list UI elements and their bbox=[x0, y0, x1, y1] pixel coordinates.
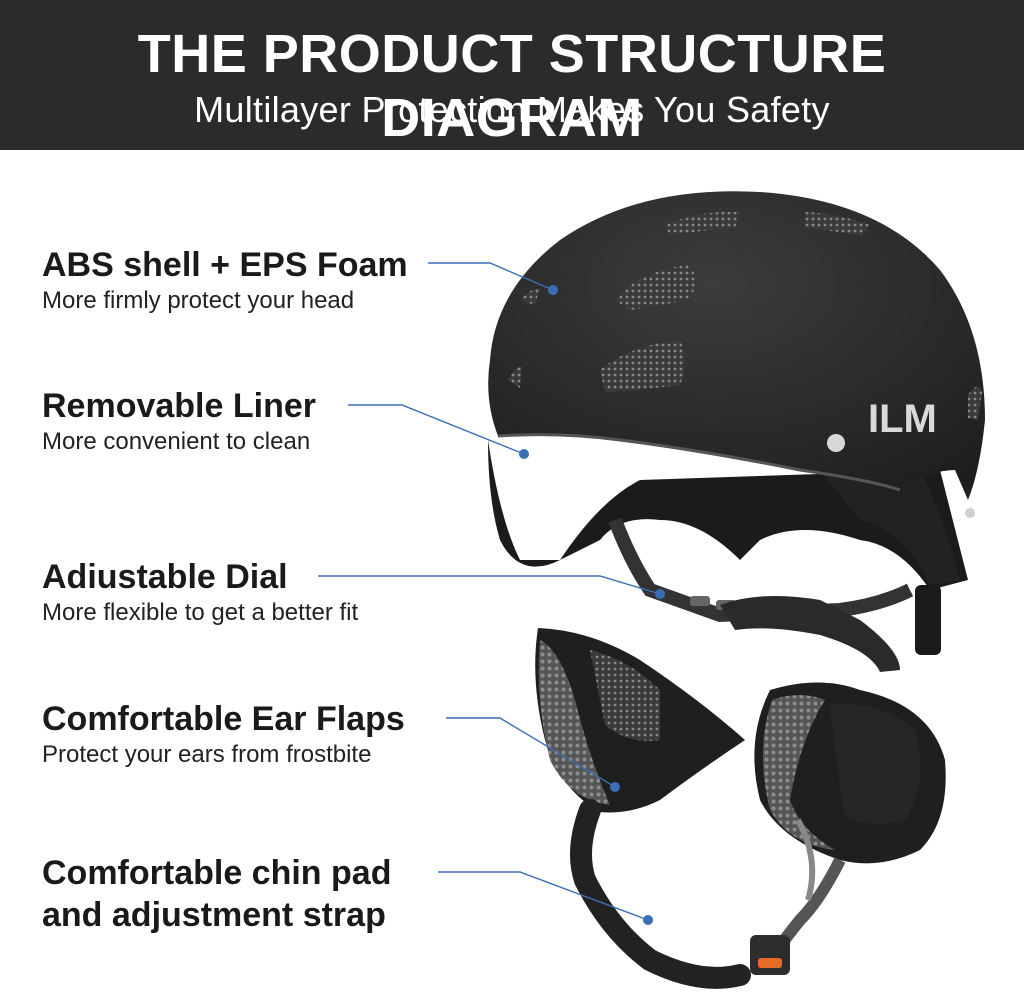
header-banner: THE PRODUCT STRUCTURE DIAGRAM Multilayer… bbox=[0, 0, 1024, 150]
page-subtitle: Multilayer Protection Makes You Safety bbox=[194, 89, 830, 130]
callout-title: Removable Liner bbox=[42, 387, 316, 425]
callout-desc: More flexible to get a better fit bbox=[42, 599, 359, 626]
buckle-accent bbox=[758, 958, 782, 968]
left-ear-flap bbox=[535, 628, 745, 813]
callout-abs-shell: ABS shell + EPS Foam More firmly protect… bbox=[42, 244, 408, 316]
leader-line-liner bbox=[348, 404, 525, 455]
callout-title: Comfortable Ear Flaps bbox=[42, 700, 405, 738]
buckle bbox=[750, 935, 790, 975]
leader-dot-chin bbox=[643, 915, 653, 925]
callout-title-line2: and adjustment strap bbox=[42, 896, 386, 934]
adjustable-dial bbox=[608, 517, 941, 672]
leader-lines bbox=[318, 262, 665, 925]
rivet bbox=[827, 434, 845, 452]
leader-dot-ear bbox=[610, 782, 620, 792]
callout-desc: Protect your ears from frostbite bbox=[42, 741, 372, 768]
callout-desc: More firmly protect your head bbox=[42, 287, 355, 314]
leader-line-chin bbox=[438, 871, 649, 921]
callout-ear-flaps: Comfortable Ear Flaps Protect your ears … bbox=[42, 698, 405, 770]
leader-dot-shell bbox=[548, 285, 558, 295]
leader-dot-dial bbox=[655, 589, 665, 599]
leader-dot-liner bbox=[519, 449, 529, 459]
leader-line-shell bbox=[428, 262, 554, 291]
callout-chin-pad: Comfortable chin pad and adjustment stra… bbox=[42, 852, 391, 936]
brand-logo: ILM bbox=[868, 397, 937, 441]
leader-line-ear bbox=[446, 717, 616, 788]
right-ear-flap bbox=[754, 682, 946, 864]
callout-desc: More convenient to clean bbox=[42, 428, 311, 455]
callout-title: Adiustable Dial bbox=[42, 558, 288, 596]
abs-shell: ILM bbox=[488, 191, 985, 518]
chin-strap bbox=[570, 799, 846, 989]
leader-line-dial bbox=[318, 575, 661, 595]
page-title: THE PRODUCT STRUCTURE DIAGRAM bbox=[137, 24, 887, 148]
callout-adjustable-dial: Adiustable Dial More flexible to get a b… bbox=[42, 556, 358, 628]
callout-removable-liner: Removable Liner More convenient to clean bbox=[42, 385, 316, 457]
callout-title: Comfortable chin pad bbox=[42, 854, 392, 892]
callout-title: ABS shell + EPS Foam bbox=[42, 246, 408, 284]
